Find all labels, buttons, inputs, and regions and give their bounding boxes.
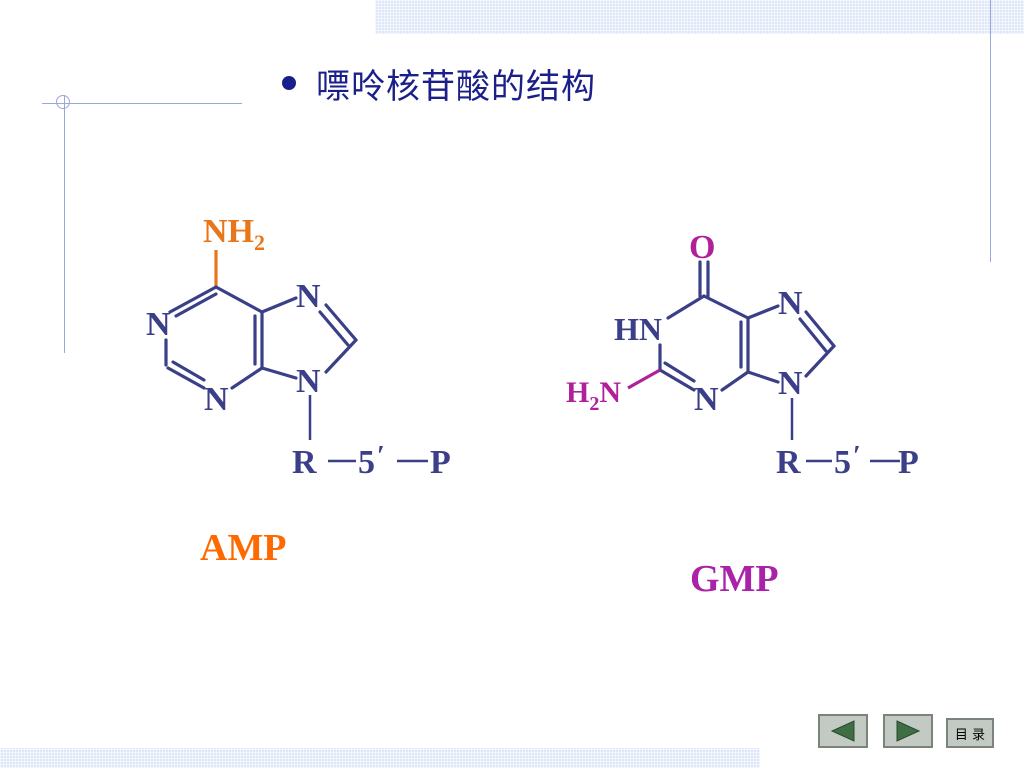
left-guide-line bbox=[64, 95, 65, 353]
gmp-amino-bond bbox=[627, 368, 661, 390]
gmp-n7-label: N bbox=[778, 285, 803, 322]
gmp-position-label: 5′ bbox=[834, 441, 861, 481]
amp-bond-c6-n1 bbox=[168, 285, 218, 314]
amp-n1-label: N bbox=[146, 306, 171, 343]
triangle-right-icon bbox=[896, 720, 921, 742]
top-decor-band bbox=[375, 0, 1024, 34]
amp-nh2-label: NH2 bbox=[203, 213, 265, 255]
bullet-dot-icon bbox=[282, 76, 296, 90]
amp-bond-n7-c8-double bbox=[318, 310, 350, 347]
amp-bond-c5-c6 bbox=[214, 285, 264, 314]
amp-bond-n7-c8 bbox=[324, 303, 358, 342]
next-slide-button[interactable] bbox=[883, 714, 933, 748]
left-horizontal-line bbox=[42, 103, 242, 104]
amp-bond-c8-n9 bbox=[324, 338, 358, 374]
gmp-bond-c2-n3-double bbox=[663, 361, 696, 383]
triangle-left-icon bbox=[830, 720, 855, 742]
right-guide-line bbox=[990, 0, 991, 262]
gmp-bond-n9-c4 bbox=[746, 370, 780, 384]
gmp-n9-label: N bbox=[778, 365, 803, 402]
amp-structure: NH2 N N N N R 5′ P bbox=[146, 213, 451, 481]
gmp-hn-label: HN bbox=[614, 311, 662, 347]
amp-p-label: P bbox=[430, 444, 451, 481]
gmp-h2n-label: H2N bbox=[566, 376, 621, 415]
gmp-bond-n3-c4 bbox=[720, 370, 750, 392]
gmp-n3-label: N bbox=[694, 381, 719, 418]
gmp-name-label: GMP bbox=[690, 558, 779, 600]
gmp-p-label: P bbox=[898, 444, 919, 481]
amp-bond-n3-c4 bbox=[230, 366, 264, 390]
amp-bond-n9-c4 bbox=[260, 366, 298, 380]
amp-n7-label: N bbox=[296, 278, 321, 315]
gmp-bond-n7-c8-double bbox=[798, 317, 828, 353]
corner-circle-decor bbox=[56, 95, 70, 109]
amp-bond-c2-n3-double bbox=[171, 360, 206, 382]
amp-bond-c6-n1-double bbox=[174, 292, 218, 318]
gmp-bond-n7-c8 bbox=[804, 310, 836, 348]
amp-bond-c2-n3 bbox=[166, 366, 206, 390]
previous-slide-button[interactable] bbox=[818, 714, 868, 748]
amp-n3-label: N bbox=[204, 381, 229, 418]
slide-title: 嘌呤核苷酸的结构 bbox=[282, 58, 596, 108]
gmp-bond-c5-n7 bbox=[746, 304, 780, 320]
gmp-bond-c2-n3 bbox=[658, 368, 696, 392]
gmp-structure: O HN H2N N N N R 5′ P bbox=[566, 229, 919, 481]
bottom-decor-band bbox=[0, 748, 760, 768]
gmp-bond-c5-c6 bbox=[702, 294, 750, 320]
gmp-r-label: R bbox=[776, 444, 801, 481]
table-of-contents-button[interactable]: 目 录 bbox=[946, 718, 994, 748]
amp-name-label: AMP bbox=[200, 527, 287, 569]
gmp-oxo-label: O bbox=[689, 229, 715, 266]
amp-r-label: R bbox=[292, 444, 317, 481]
gmp-bond-c6-n1 bbox=[666, 294, 706, 320]
amp-n9-label: N bbox=[296, 363, 321, 400]
amp-position-label: 5′ bbox=[358, 441, 385, 481]
gmp-bond-c8-n9 bbox=[804, 344, 836, 378]
amp-bond-c5-n7 bbox=[260, 296, 298, 314]
title-text: 嘌呤核苷酸的结构 bbox=[316, 66, 596, 107]
